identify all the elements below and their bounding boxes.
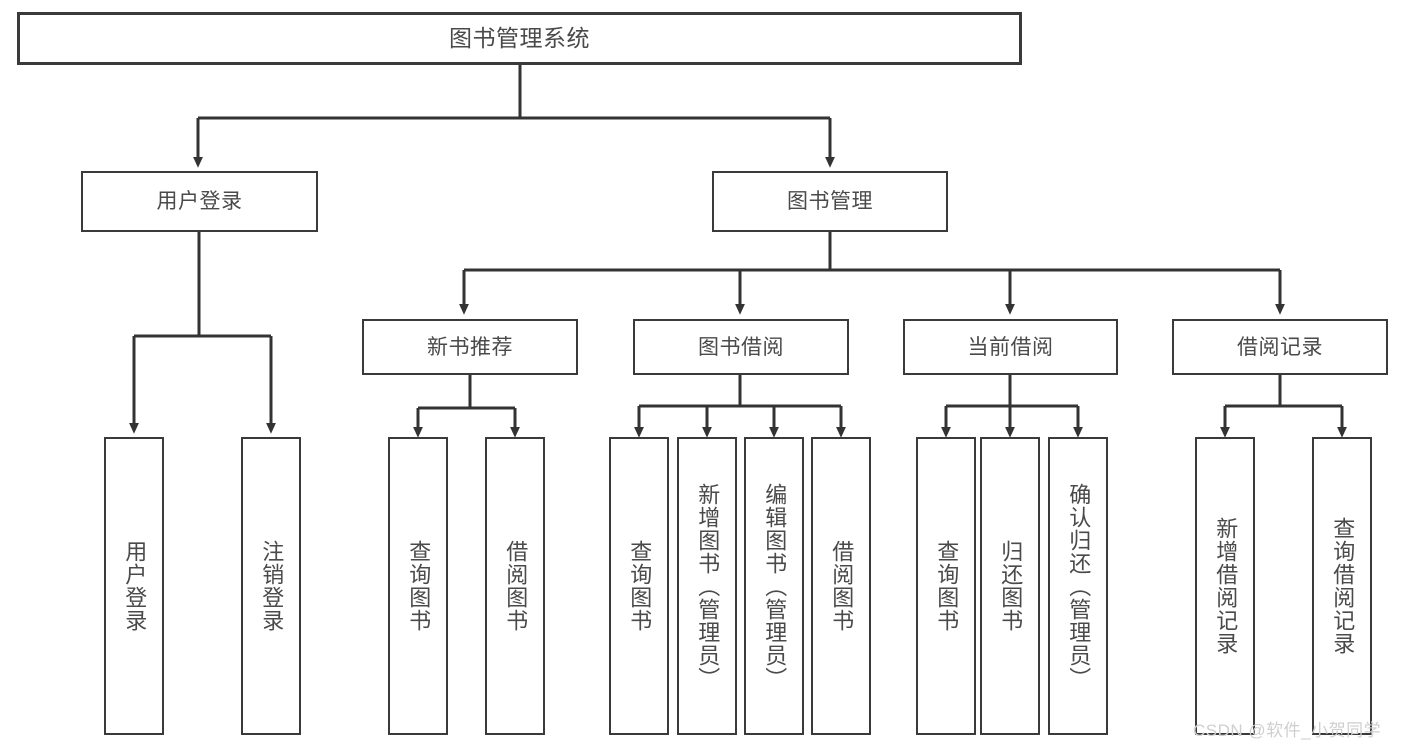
leaf-label-wrap: 查询借阅记录 (1314, 439, 1370, 733)
leaf-new-book-borrow[interactable]: 借阅图书 (485, 437, 545, 735)
leaf-label: 新增借阅记录 (1213, 517, 1239, 655)
leaf-label-wrap: 确认归还（管理员） (1050, 439, 1106, 733)
leaf-label: 确认归还（管理员） (1066, 482, 1092, 690)
leaf-label: 借阅图书 (829, 540, 855, 632)
leaf-current-borrow-confirm[interactable]: 确认归还（管理员） (1048, 437, 1108, 735)
node-label: 图书管理 (787, 190, 873, 213)
leaf-label: 编辑图书（管理员） (762, 482, 788, 690)
node-borrow-record[interactable]: 借阅记录 (1172, 319, 1388, 375)
leaf-label: 查询图书 (627, 540, 653, 632)
node-book-manage[interactable]: 图书管理 (712, 171, 948, 232)
node-label: 图书借阅 (698, 335, 784, 359)
leaf-label-wrap: 新增图书（管理员） (679, 439, 735, 733)
leaf-label-wrap: 用户登录 (106, 439, 162, 733)
csdn-watermark: CSDN @软件_小贺同学 (1193, 721, 1382, 740)
leaf-label-wrap: 新增借阅记录 (1197, 439, 1253, 733)
leaf-label-wrap: 查询图书 (611, 439, 667, 733)
node-current-borrow[interactable]: 当前借阅 (903, 319, 1118, 375)
node-label: 当前借阅 (967, 335, 1054, 359)
leaf-label-wrap: 注销登录 (243, 439, 299, 733)
leaf-label: 查询图书 (406, 540, 432, 632)
leaf-label: 查询图书 (934, 540, 960, 632)
node-book-borrow[interactable]: 图书借阅 (633, 319, 849, 375)
leaf-current-borrow-query[interactable]: 查询图书 (916, 437, 976, 735)
leaf-label-wrap: 借阅图书 (813, 439, 869, 733)
leaf-new-book-query[interactable]: 查询图书 (388, 437, 448, 735)
leaf-book-borrow-edit[interactable]: 编辑图书（管理员） (744, 437, 804, 735)
leaf-label-wrap: 借阅图书 (487, 439, 543, 733)
leaf-label-wrap: 编辑图书（管理员） (746, 439, 802, 733)
node-label: 借阅记录 (1237, 335, 1323, 359)
leaf-label-wrap: 查询图书 (918, 439, 974, 733)
node-label: 新书推荐 (427, 335, 513, 359)
leaf-label-wrap: 查询图书 (390, 439, 446, 733)
leaf-label: 归还图书 (998, 540, 1024, 632)
node-label: 用户登录 (156, 190, 243, 213)
leaf-label: 注销登录 (259, 540, 285, 632)
leaf-label: 新增图书（管理员） (695, 482, 721, 690)
leaf-user-login-signout[interactable]: 注销登录 (241, 437, 301, 735)
node-new-book-recommend[interactable]: 新书推荐 (362, 319, 578, 375)
leaf-label: 查询借阅记录 (1330, 517, 1356, 655)
node-user-login[interactable]: 用户登录 (81, 171, 318, 232)
leaf-borrow-record-query[interactable]: 查询借阅记录 (1312, 437, 1372, 735)
leaf-label: 借阅图书 (503, 540, 529, 632)
leaf-book-borrow-borrow[interactable]: 借阅图书 (811, 437, 871, 735)
leaf-user-login-signin[interactable]: 用户登录 (104, 437, 164, 735)
leaf-current-borrow-return[interactable]: 归还图书 (980, 437, 1040, 735)
node-root-system[interactable]: 图书管理系统 (17, 12, 1022, 65)
leaf-book-borrow-query[interactable]: 查询图书 (609, 437, 669, 735)
leaf-label: 用户登录 (122, 540, 148, 632)
leaf-borrow-record-add[interactable]: 新增借阅记录 (1195, 437, 1255, 735)
node-label: 图书管理系统 (449, 25, 590, 51)
leaf-label-wrap: 归还图书 (982, 439, 1038, 733)
leaf-book-borrow-add[interactable]: 新增图书（管理员） (677, 437, 737, 735)
